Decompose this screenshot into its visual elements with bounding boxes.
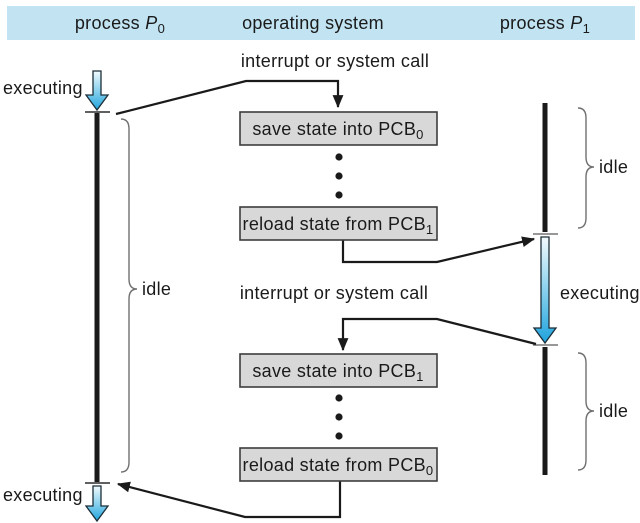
interrupt-bottom-label: interrupt or system call bbox=[240, 283, 428, 303]
dot-icon bbox=[335, 191, 343, 199]
p1-idle-top-brace bbox=[577, 107, 595, 229]
p0-executing-bottom-arrow-icon bbox=[84, 485, 110, 523]
header-background bbox=[7, 6, 635, 40]
dot-icon bbox=[335, 172, 343, 180]
box-reload-state-pcb1-label: reload state from PCB1 bbox=[243, 214, 434, 237]
ellipsis-bottom bbox=[335, 394, 343, 440]
p0-executing-top-arrow-icon bbox=[84, 70, 110, 112]
p0-idle-brace bbox=[120, 118, 138, 473]
box-reload-state-pcb0-rect bbox=[239, 447, 438, 482]
header-process-p0: process P0 bbox=[75, 13, 165, 36]
box-reload-state-pcb1: reload state from PCB1 bbox=[239, 206, 438, 241]
box-save-state-pcb0: save state into PCB0 bbox=[239, 111, 438, 146]
dot-icon bbox=[335, 153, 343, 161]
header-band: process P0 operating system process P1 bbox=[7, 6, 635, 40]
box-reload-state-pcb1-rect bbox=[239, 206, 438, 241]
box-save-state-pcb0-label: save state into PCB0 bbox=[252, 119, 423, 142]
header-process-p1: process P1 bbox=[500, 13, 590, 36]
os-column: interrupt or system call interrupt or sy… bbox=[115, 51, 537, 519]
p0-idle-label: idle bbox=[142, 279, 171, 299]
header-operating-system: operating system bbox=[242, 13, 384, 33]
connector-reload-pcb0-to-p0 bbox=[116, 481, 342, 519]
p0-executing-bottom-label: executing bbox=[3, 485, 83, 505]
connector-p0-to-save-pcb0 bbox=[115, 79, 344, 116]
box-reload-state-pcb0: reload state from PCB0 bbox=[239, 447, 438, 482]
dot-icon bbox=[335, 413, 343, 421]
p1-executing-arrow-icon bbox=[532, 236, 558, 345]
connector-p1-to-save-pcb1 bbox=[337, 317, 537, 352]
dot-icon bbox=[335, 394, 343, 402]
box-reload-state-pcb0-label: reload state from PCB0 bbox=[243, 455, 434, 478]
dot-icon bbox=[335, 432, 343, 440]
interrupt-top-label: interrupt or system call bbox=[241, 51, 429, 71]
box-save-state-pcb1-label: save state into PCB1 bbox=[252, 361, 423, 384]
box-save-state-pcb0-rect bbox=[239, 111, 438, 146]
connector-reload-pcb1-to-p1 bbox=[341, 236, 536, 264]
box-save-state-pcb1: save state into PCB1 bbox=[239, 353, 438, 388]
p1-idle-bottom-brace bbox=[577, 352, 595, 471]
p1-timeline: executing idle idle bbox=[532, 103, 640, 475]
p1-executing-label: executing bbox=[560, 283, 640, 303]
p0-executing-top-label: executing bbox=[3, 78, 83, 98]
box-save-state-pcb1-rect bbox=[239, 353, 438, 388]
p1-idle-bottom-label: idle bbox=[599, 401, 628, 421]
p1-idle-top-label: idle bbox=[599, 157, 628, 177]
ellipsis-top bbox=[335, 153, 343, 199]
p0-timeline: executing executing idle bbox=[3, 70, 171, 523]
